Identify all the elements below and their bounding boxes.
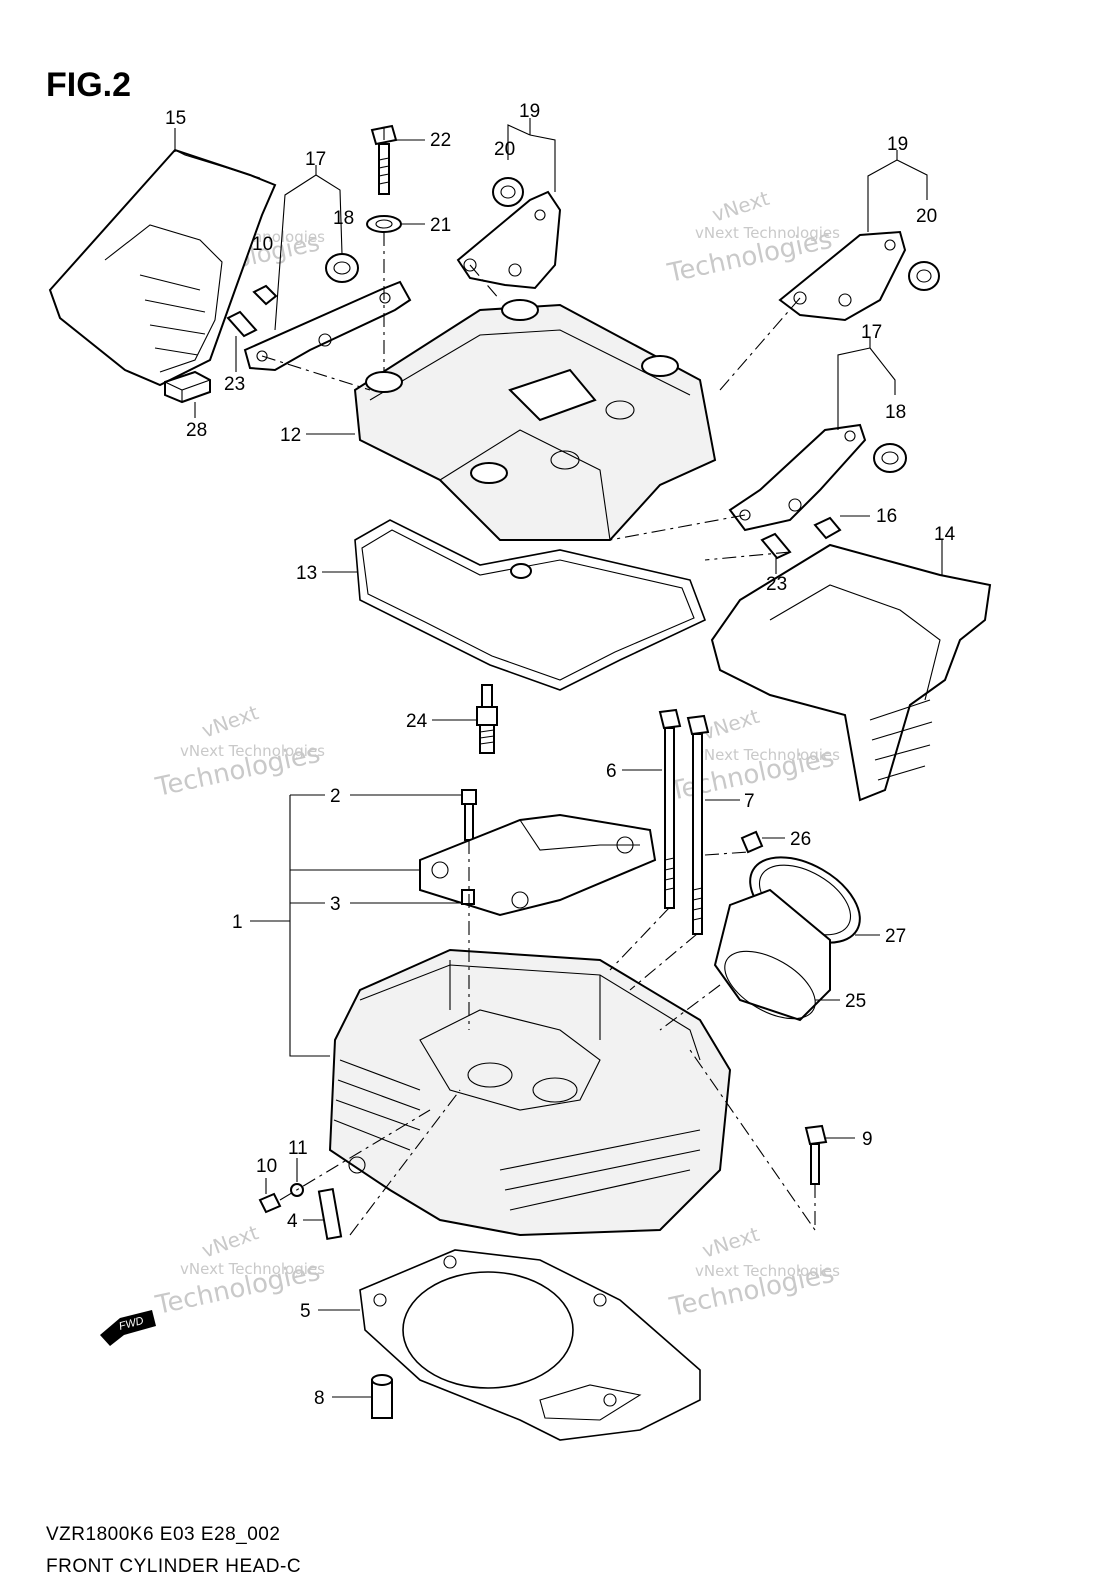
part-9-bolt (804, 1124, 828, 1185)
svg-text:vNext: vNext (699, 1222, 762, 1263)
part-23-right-bolt (760, 532, 792, 560)
callout-12: 12 (280, 425, 301, 446)
model-code-line: VZR1800K6 E03 E28_002 (46, 1524, 281, 1545)
callout-20-center: 20 (494, 139, 515, 160)
callout-27: 27 (885, 926, 906, 947)
callout-3: 3 (330, 894, 341, 915)
svg-text:vNext Technologies: vNext Technologies (695, 746, 840, 764)
callout-7: 7 (744, 791, 755, 812)
callout-5: 5 (300, 1301, 311, 1322)
part-15-left-head-cover (48, 148, 277, 387)
callout-1: 1 (232, 912, 243, 933)
callout-23-left: 23 (224, 374, 245, 395)
part-28-rubber-block (164, 370, 211, 404)
callout-19-center: 19 (519, 101, 540, 122)
part-24-spark-plug (476, 684, 498, 754)
part-14-right-head-cover (710, 543, 992, 802)
part-26-screw (740, 830, 764, 854)
svg-text:vNext: vNext (199, 1220, 262, 1263)
callout-18-right: 18 (885, 402, 906, 423)
watermark-bottom-right: vNext vNext Technologies Technologies (666, 1222, 840, 1323)
callout-10: 10 (256, 1156, 277, 1177)
callout-labels: 15 28 22 21 17 18 10 23 19 20 19 20 17 1… (165, 101, 956, 1409)
callout-23-right: 23 (766, 574, 787, 595)
callout-24: 24 (406, 711, 428, 732)
callout-10-upper: 10 (252, 234, 273, 255)
part-20-center-grommet (492, 177, 524, 207)
part-25-intake-pipe (713, 888, 831, 1022)
svg-text:vNext: vNext (699, 704, 762, 745)
callout-11: 11 (288, 1138, 308, 1159)
callout-28: 28 (186, 420, 207, 441)
part-23-left-bolt (226, 310, 258, 338)
callout-4: 4 (287, 1211, 298, 1232)
part-3-dowel (461, 889, 475, 905)
part-7-long-bolt (686, 714, 710, 935)
part-1-cylinder-head (328, 948, 732, 1237)
part-6-long-bolt (658, 708, 682, 909)
figure-title: FIG.2 (46, 66, 132, 104)
part-13-cover-gasket (354, 519, 707, 691)
part-19-right-bracket (778, 230, 907, 322)
part-10-upper-bolt (252, 284, 278, 306)
leader-lines (174, 118, 943, 1398)
callout-15: 15 (165, 108, 186, 129)
callout-6: 6 (606, 761, 617, 782)
part-12-head-cover (353, 299, 717, 541)
callout-26: 26 (790, 829, 811, 850)
callout-25: 25 (845, 991, 866, 1012)
callout-22: 22 (430, 130, 451, 151)
svg-text:vNext Technologies: vNext Technologies (695, 224, 840, 242)
rocker-arm-holder (419, 813, 657, 917)
part-5-head-gasket (359, 1249, 701, 1441)
svg-text:vNext Technologies: vNext Technologies (695, 1262, 840, 1280)
callout-14: 14 (934, 524, 956, 545)
svg-text:vNext Technologies: vNext Technologies (180, 742, 325, 760)
part-8-dowel (371, 1374, 393, 1419)
part-2-bolt (461, 789, 477, 841)
callout-18-left: 18 (333, 208, 354, 229)
callout-17-right: 17 (861, 322, 882, 343)
callout-17-left: 17 (305, 149, 326, 170)
callout-20-right: 20 (916, 206, 937, 227)
svg-text:vNext: vNext (709, 186, 772, 227)
part-20-right-grommet (908, 261, 940, 291)
part-17-right-bracket (728, 423, 867, 532)
part-21-washer (366, 215, 402, 233)
fwd-arrow-icon: FWD (100, 1310, 156, 1346)
callout-19-right: 19 (887, 134, 908, 155)
part-17-left-bracket (243, 280, 412, 372)
svg-text:vNext: vNext (199, 700, 262, 743)
part-18-right-grommet (873, 443, 907, 473)
callout-8: 8 (314, 1388, 325, 1409)
callout-9: 9 (862, 1129, 873, 1150)
callout-21: 21 (430, 215, 451, 236)
part-18-left-grommet (325, 253, 359, 283)
svg-text:vNext Technologies: vNext Technologies (180, 1260, 325, 1278)
part-19-center-bracket (456, 190, 562, 290)
callout-2: 2 (330, 786, 341, 807)
watermark-mid-left: vNext vNext Technologies Technologies (152, 700, 325, 803)
callout-13: 13 (296, 563, 317, 584)
part-10-bolt (258, 1192, 282, 1214)
part-16-bolt (813, 516, 842, 540)
part-4-valve-guide (317, 1187, 343, 1241)
callout-16: 16 (876, 506, 897, 527)
figure-name-line: FRONT CYLINDER HEAD-C (46, 1556, 302, 1577)
